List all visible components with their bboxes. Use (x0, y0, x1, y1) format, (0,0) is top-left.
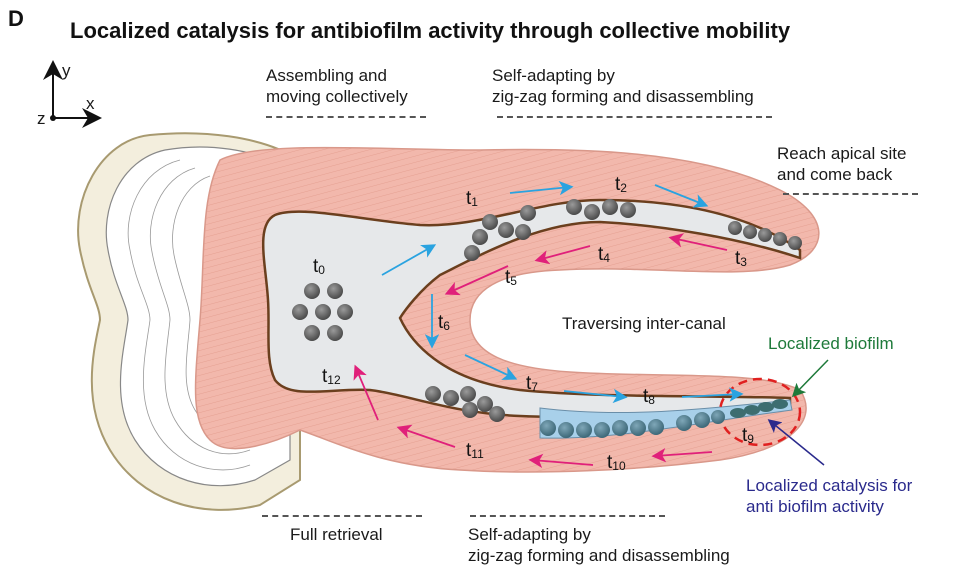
panel-letter: D (8, 6, 24, 31)
axis-z-label: z (37, 109, 46, 128)
time-label-t11: t11 (466, 440, 484, 461)
biofilm-target-circle (718, 377, 802, 447)
axis-x-label: x (86, 94, 95, 113)
divider (470, 515, 665, 517)
time-label-t6: t6 (438, 312, 450, 333)
stage-traversing: Traversing inter-canal (562, 314, 726, 333)
divider (497, 116, 772, 118)
localized-biofilm-label: Localized biofilm (768, 334, 894, 353)
forward-arrows (381, 180, 744, 404)
catalysis-pointer-arrow (767, 419, 825, 466)
time-label-t4: t4 (598, 244, 610, 265)
return-arrows (353, 233, 728, 469)
particles-t2 (566, 199, 636, 220)
divider (266, 116, 426, 118)
stage-self-adapting-bottom: Self-adapting by zig-zag forming and dis… (468, 525, 730, 565)
time-label-t10: t10 (607, 452, 626, 473)
localized-catalysis-label: Localized catalysis for anti biofilm act… (746, 476, 913, 516)
divider (783, 193, 918, 195)
pulp-canal (262, 198, 802, 419)
time-label-t3: t3 (735, 248, 747, 269)
axis-y-label: y (62, 61, 71, 80)
biofilm-cells (730, 399, 788, 418)
time-label-t12: t12 (322, 366, 341, 387)
particles-t0 (292, 283, 353, 341)
particles-t3 (728, 221, 802, 250)
stage-assembling: Assembling and moving collectively (266, 66, 408, 106)
time-label-t5: t5 (505, 267, 517, 288)
time-label-t2: t2 (615, 174, 627, 195)
time-label-t0: t0 (313, 256, 325, 277)
stage-reach-apical: Reach apical site and come back (777, 144, 907, 184)
axis-indicator (43, 60, 102, 128)
stage-self-adapting-top: Self-adapting by zig-zag forming and dis… (492, 66, 754, 106)
particles-t1 (464, 205, 536, 261)
figure-title: Localized catalysis for antibiofilm acti… (70, 18, 791, 43)
biofilm-pointer-arrow (791, 359, 829, 398)
divider (262, 515, 422, 517)
time-label-t8: t8 (643, 386, 655, 407)
time-label-t9: t9 (742, 425, 754, 446)
stage-full-retrieval: Full retrieval (290, 525, 383, 544)
particles-t7 (425, 386, 505, 422)
particles-t8 (540, 410, 725, 438)
time-label-t1: t1 (466, 188, 478, 209)
time-label-t7: t7 (526, 373, 538, 394)
